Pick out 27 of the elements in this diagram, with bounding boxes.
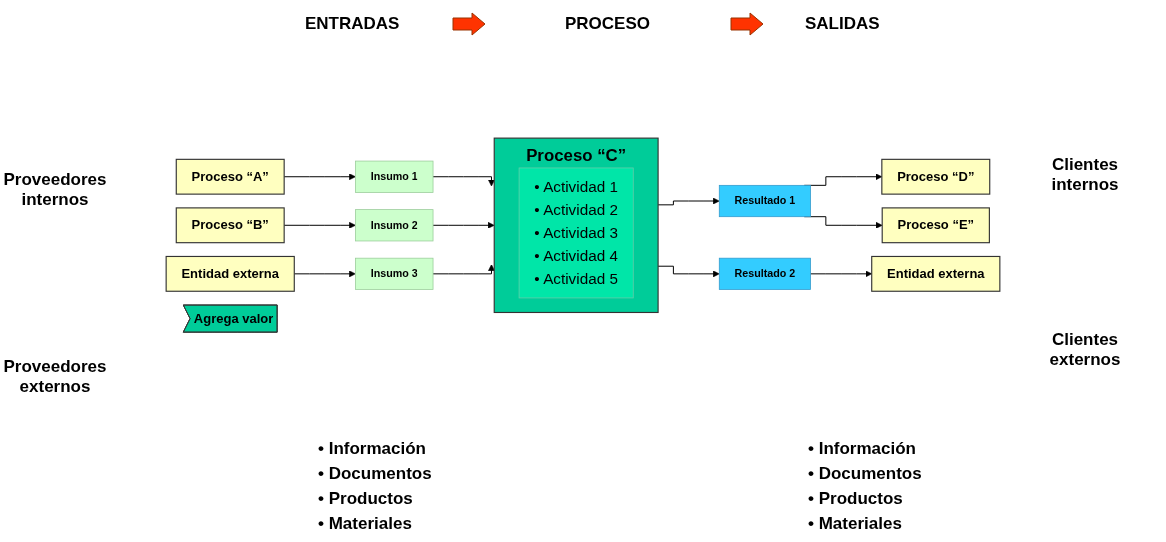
node-box: Proceso “D” bbox=[881, 158, 991, 195]
node-box: • Actividad 1 • Actividad 2 • Actividad 3 • Actividad 4 • Actividad 5 bbox=[518, 167, 634, 299]
group-label: Proveedores internos bbox=[2, 170, 108, 210]
node-box: Resultado 1 bbox=[718, 184, 811, 217]
group-label: Clientes externos bbox=[1048, 330, 1122, 370]
node-box: Proceso “B” bbox=[175, 207, 285, 244]
node-box: Entidad externa bbox=[871, 255, 1001, 292]
list-item: • Información bbox=[318, 438, 427, 460]
node-box: Insumo 3 bbox=[355, 257, 434, 290]
column-heading: PROCESO bbox=[565, 14, 651, 34]
list-item: • Información bbox=[808, 438, 917, 460]
column-heading: SALIDAS bbox=[805, 14, 880, 34]
list-item: • Materiales bbox=[318, 513, 413, 535]
node-box: Proceso “E” bbox=[881, 207, 990, 244]
list-item: • Documentos bbox=[808, 463, 922, 485]
node-box: Entidad externa bbox=[165, 255, 295, 292]
column-heading: ENTRADAS bbox=[305, 14, 400, 34]
list-item: • Documentos bbox=[318, 463, 432, 485]
node-box: Insumo 1 bbox=[355, 160, 434, 193]
node-box: Proceso “A” bbox=[175, 158, 285, 195]
list-item: • Productos bbox=[808, 488, 904, 510]
node-box: Resultado 2 bbox=[718, 257, 811, 290]
list-item: • Materiales bbox=[808, 513, 903, 535]
group-label: Proveedores externos bbox=[2, 357, 108, 397]
list-item: • Productos bbox=[318, 488, 414, 510]
node-box: Insumo 2 bbox=[355, 209, 434, 242]
group-label: Clientes internos bbox=[1050, 155, 1120, 195]
